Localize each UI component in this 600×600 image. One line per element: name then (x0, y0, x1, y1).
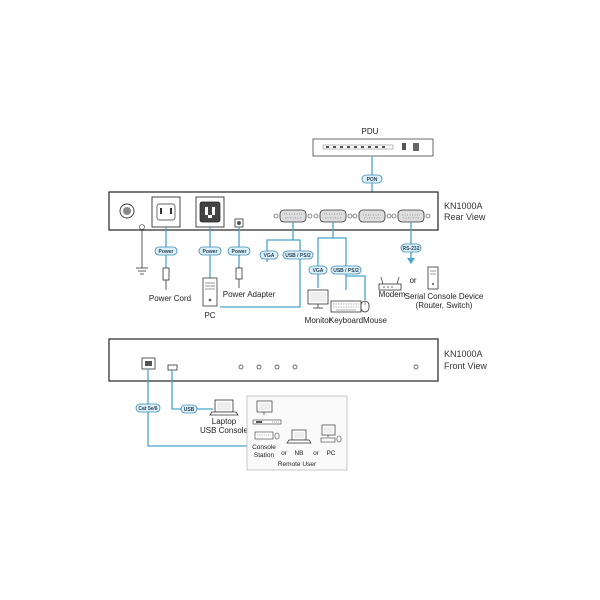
power-pill-1-text: Power (158, 249, 173, 255)
or-label-1: or (409, 276, 416, 285)
cat-cable (147, 369, 247, 447)
pon-port (352, 209, 392, 223)
power-switch (119, 203, 135, 219)
ground-icon (136, 230, 148, 275)
monitor-icon (307, 289, 329, 309)
vga-pill-1-text: VGA (264, 253, 275, 259)
pdu-label: PDU (362, 127, 379, 136)
power-inlet-2 (195, 196, 225, 228)
vga-pill-2-text: VGA (313, 268, 324, 274)
cat-pill: Cat 5e/6 (135, 403, 161, 413)
remote-pc-icon (320, 424, 342, 443)
mouse-icon (360, 300, 370, 313)
front-view-label: Front View (444, 361, 487, 371)
power-pill-1: Power (154, 246, 178, 256)
power-cord-label: Power Cord (149, 294, 191, 303)
power-pill-2-text: Power (202, 249, 217, 255)
notebook-icon (286, 429, 312, 444)
monitor-label: Monitor (305, 316, 332, 325)
usb-cable (171, 370, 213, 410)
usbps2-pill-2-text: USB / PS/2 (333, 268, 359, 274)
keyboard-icon (330, 300, 362, 313)
front-leds (238, 364, 419, 370)
usbps2-pill-2: USB / PS/2 (330, 265, 362, 275)
dc-jack (234, 218, 244, 228)
rs232-arrow (407, 258, 415, 264)
serial-console-sub-label: (Router, Switch) (416, 301, 473, 310)
mouse-cable (346, 275, 366, 300)
laptop-label: Laptop (212, 417, 237, 426)
rj45-port (141, 357, 156, 370)
front-panel (108, 338, 439, 382)
console-station-icon (252, 400, 282, 440)
usb-pill: USB (180, 404, 198, 414)
console-port (313, 209, 353, 223)
laptop-icon (209, 399, 239, 416)
power-inlet-1 (151, 196, 181, 228)
monitor-cable (317, 222, 334, 288)
serial-console-label: Serial Console Device (405, 292, 484, 301)
console-station-label-2: Station (254, 452, 275, 459)
usb-console-label: USB Console (200, 426, 249, 435)
vga-pill-2: VGA (308, 265, 328, 275)
cat-pill-text: Cat 5e/6 (138, 406, 157, 412)
front-model-label: KN1000A (444, 349, 483, 359)
power-adapter-plug (235, 267, 243, 288)
pdu-device (312, 138, 434, 157)
usbps2-pill-1-text: USB / PS/2 (285, 253, 311, 259)
power-pill-2: Power (198, 246, 222, 256)
usb-port (167, 364, 178, 371)
power-pill-3: Power (227, 246, 251, 256)
modem-label: Modem (379, 290, 406, 299)
pon-pill: PON (361, 174, 383, 184)
pc-usb-cable (220, 222, 301, 308)
pc-tower-icon (202, 277, 218, 307)
rear-model-label: KN1000A (444, 201, 483, 211)
power-adapter-label: Power Adapter (223, 290, 276, 299)
usbps2-pill-1: USB / PS/2 (282, 250, 314, 260)
keyboard-label: Keyboard (329, 316, 363, 325)
pc-label: PC (204, 311, 215, 320)
rear-view-label: Rear View (444, 212, 486, 222)
pon-pill-text: PON (367, 177, 378, 183)
console-station-label-1: Console (252, 444, 276, 451)
mouse-label: Mouse (363, 316, 388, 325)
rs232-pill: RS-232 (400, 243, 422, 253)
vga-pill-1: VGA (259, 250, 279, 260)
nb-label: NB (294, 450, 303, 457)
ground-screw (139, 224, 145, 230)
remote-user-label: Remote User (278, 461, 317, 468)
usb-pill-text: USB (184, 407, 195, 413)
modem-icon (378, 276, 402, 291)
keyboard-cable (333, 237, 347, 290)
or-label-2: or (281, 450, 288, 457)
power-pill-3-text: Power (231, 249, 246, 255)
remote-pc-label: PC (326, 450, 335, 457)
power-cord-plug (162, 267, 170, 290)
serial-console-device-icon (427, 266, 439, 290)
or-label-3: or (313, 450, 320, 457)
rs232-pill-text: RS-232 (403, 246, 420, 252)
